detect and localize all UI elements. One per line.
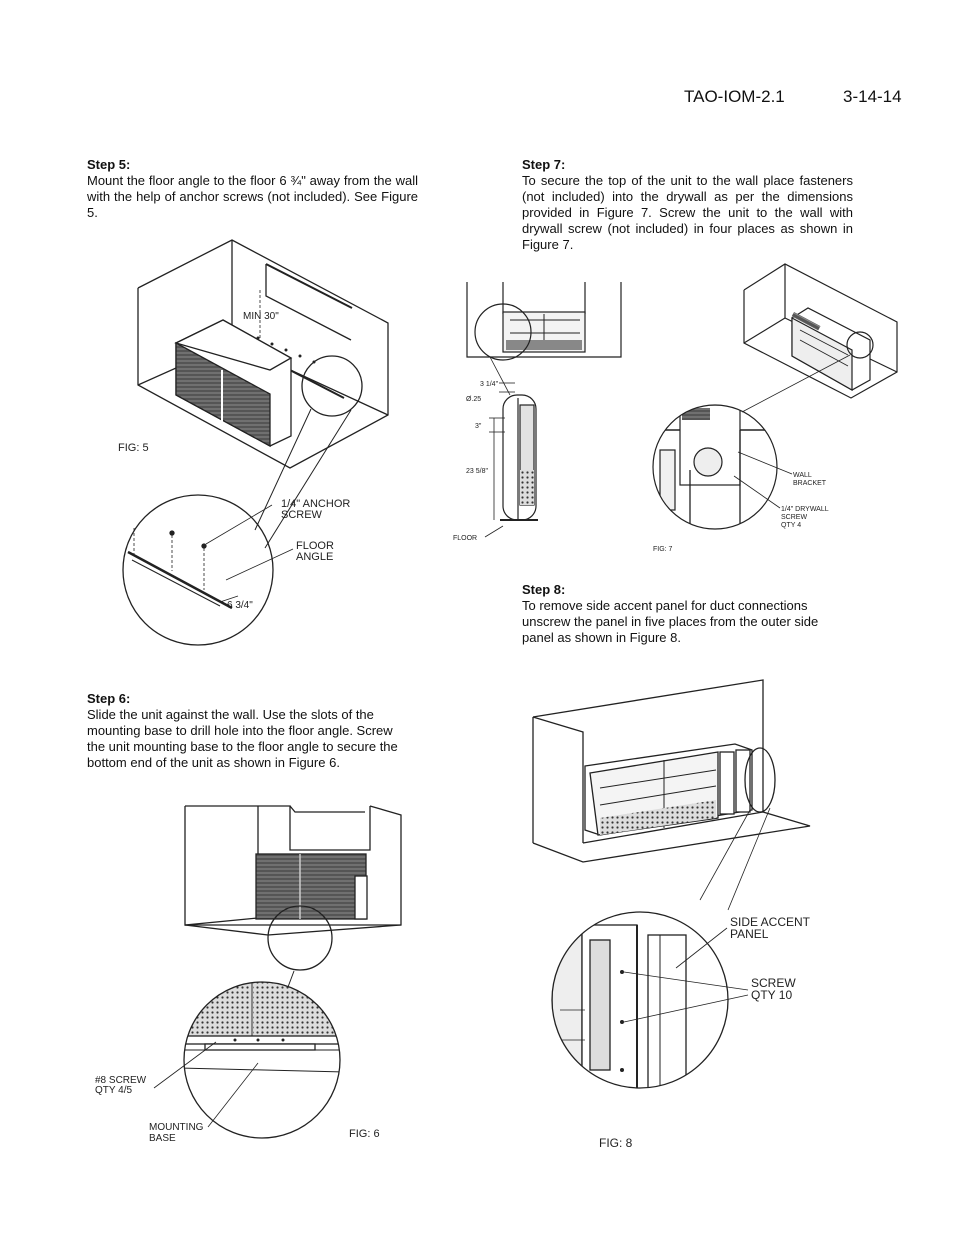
fig6-screw-label-2: QTY 4/5 (95, 1085, 132, 1096)
fig8-label: FIG: 8 (599, 1136, 633, 1150)
step-8-title: Step 8: (522, 582, 566, 597)
step-6-section: Step 6: Slide the unit against the wall.… (87, 691, 405, 771)
figure-7 (466, 263, 898, 538)
fig8-screw-label-2: QTY 10 (751, 988, 792, 1002)
fig7-dim-3: 3" (475, 423, 482, 430)
fig7-wall-bracket-label-1: WALL (793, 472, 812, 479)
figure-6 (153, 805, 402, 1139)
fig5-anchor-label-2: SCREW (281, 509, 323, 521)
figure-5 (122, 239, 389, 646)
step-5-title: Step 5: (87, 157, 131, 172)
fig8-screw-label-1: SCREW (751, 976, 796, 990)
fig7-wall-bracket-label-2: BRACKET (793, 480, 827, 487)
fig6-screw-label-1: #8 SCREW (95, 1075, 147, 1086)
fig7-floor-label: FLOOR (453, 535, 477, 542)
step-7-title: Step 7: (522, 157, 566, 172)
step-7-body: To secure the top of the unit to the wal… (522, 173, 853, 252)
fig7-label: FIG: 7 (653, 546, 673, 553)
fig7-drywall-label-2: SCREW (781, 514, 807, 521)
step-5-section: Step 5: Mount the floor angle to the flo… (87, 157, 418, 221)
fig5-floor-label-2: ANGLE (296, 551, 333, 563)
fig5-min-label: MIN 30" (243, 311, 279, 322)
step-8-body: To remove side accent panel for duct con… (522, 598, 819, 645)
fig5-anchor-label-1: 1/4" ANCHOR (281, 498, 350, 510)
fig8-panel-label-2: PANEL (730, 927, 769, 941)
step-8-section: Step 8: To remove side accent panel for … (522, 582, 827, 646)
fig6-base-label-2: BASE (149, 1133, 176, 1144)
fig5-dimension-label: 6 3/4" (227, 600, 253, 611)
step-6-title: Step 6: (87, 691, 131, 706)
fig7-dim-1: 3 1/4" (480, 381, 499, 388)
document-id: TAO-IOM-2.1 (684, 87, 785, 106)
fig8-panel-label-1: SIDE ACCENT (730, 915, 811, 929)
fig7-dim-4: 23 5/8" (466, 468, 488, 475)
document-date: 3-14-14 (843, 87, 902, 106)
fig5-floor-label-1: FLOOR (296, 540, 334, 552)
fig5-label: FIG: 5 (118, 442, 149, 454)
fig7-dim-2: Ø.25 (466, 396, 481, 403)
fig6-label: FIG: 6 (349, 1128, 380, 1140)
figure-8 (532, 679, 811, 1089)
step-5-body: Mount the floor angle to the floor 6 ¾" … (87, 173, 418, 220)
step-6-body: Slide the unit against the wall. Use the… (87, 707, 398, 770)
fig7-drywall-label-1: 1/4" DRYWALL (781, 506, 829, 513)
fig7-drywall-label-3: QTY 4 (781, 522, 801, 529)
fig6-base-label-1: MOUNTING (149, 1122, 204, 1133)
step-7-section: Step 7: To secure the top of the unit to… (522, 157, 853, 253)
